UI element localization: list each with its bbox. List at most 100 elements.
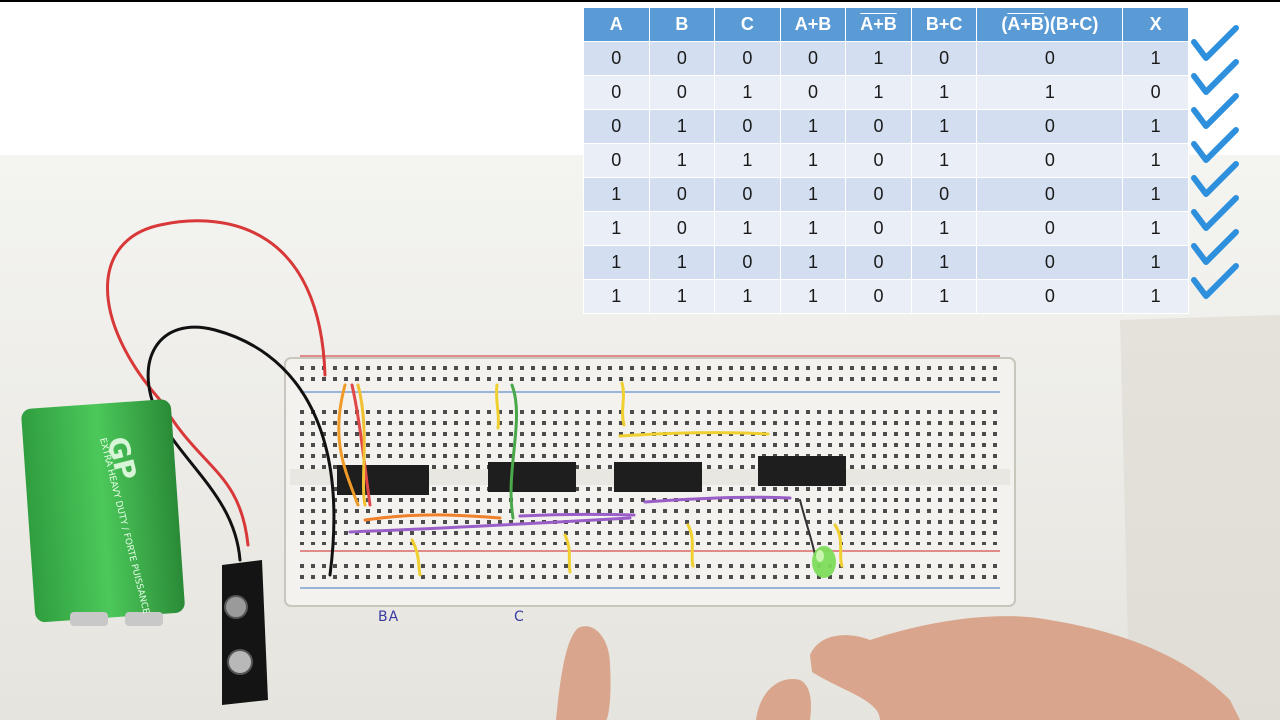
cell: 0 xyxy=(845,109,912,144)
cell: 0 xyxy=(976,177,1124,212)
cell: 1 xyxy=(1122,211,1189,246)
cell: 0 xyxy=(583,75,650,110)
cell: 1 xyxy=(910,109,978,144)
cell: 1 xyxy=(714,75,781,110)
cell: 0 xyxy=(648,211,716,246)
battery-clip xyxy=(222,560,268,705)
cell: 1 xyxy=(648,109,716,144)
header-a-or-b: A+B xyxy=(779,7,847,42)
cell: 1 xyxy=(714,211,781,246)
cell: 1 xyxy=(845,41,912,76)
cell: 1 xyxy=(779,109,847,144)
cell: 1 xyxy=(910,279,978,314)
cell: 0 xyxy=(976,211,1124,246)
header-c: C xyxy=(714,7,781,42)
cell: 1 xyxy=(583,279,650,314)
cell: 0 xyxy=(910,177,978,212)
cell: 1 xyxy=(648,279,716,314)
cell: 0 xyxy=(714,177,781,212)
cell: 0 xyxy=(976,41,1124,76)
cell: 0 xyxy=(714,109,781,144)
cell: 0 xyxy=(845,177,912,212)
paper-corner xyxy=(1120,315,1280,720)
cell: 0 xyxy=(583,109,650,144)
cell: 0 xyxy=(845,245,912,280)
header-b-or-c: B+C xyxy=(910,7,978,42)
header-a: A xyxy=(583,7,650,42)
cell: 0 xyxy=(976,245,1124,280)
cell: 0 xyxy=(648,41,716,76)
cell: 0 xyxy=(583,143,650,178)
cell: 0 xyxy=(845,143,912,178)
cell: 1 xyxy=(976,75,1124,110)
cell: 1 xyxy=(583,245,650,280)
cell: 0 xyxy=(845,279,912,314)
cell: 0 xyxy=(1122,75,1189,110)
cell: 0 xyxy=(779,75,847,110)
cell: 1 xyxy=(779,211,847,246)
cell: 1 xyxy=(910,75,978,110)
cell: 1 xyxy=(779,143,847,178)
black-battery-wire xyxy=(146,325,336,577)
cell: 1 xyxy=(714,279,781,314)
cell: 1 xyxy=(779,279,847,314)
header-product-text: (A+B)(B+C) xyxy=(1001,14,1099,34)
red-battery-wire xyxy=(106,219,327,547)
cell: 1 xyxy=(1122,143,1189,178)
cell: 0 xyxy=(910,41,978,76)
cell: 1 xyxy=(583,177,650,212)
cell: 0 xyxy=(714,41,781,76)
label-c: C xyxy=(514,609,525,625)
checkmark-icon xyxy=(1191,127,1239,163)
header-x: X xyxy=(1122,7,1189,42)
header-b: B xyxy=(648,7,716,42)
cell: 1 xyxy=(1122,279,1189,314)
cell: 1 xyxy=(910,143,978,178)
checkmark-column xyxy=(1191,25,1239,299)
cell: 0 xyxy=(976,143,1124,178)
cell: 0 xyxy=(779,41,847,76)
checkmark-icon xyxy=(1191,59,1239,95)
cell: 0 xyxy=(583,41,650,76)
header-not-a-or-b: A+B xyxy=(845,7,912,42)
cell: 1 xyxy=(1122,245,1189,280)
cell: 1 xyxy=(779,245,847,280)
cell: 0 xyxy=(976,279,1124,314)
cell: 1 xyxy=(1122,109,1189,144)
cell: 1 xyxy=(1122,177,1189,212)
battery-icon: GP EXTRA HEAVY DUTY / FORTE PUISSANCE xyxy=(21,399,185,626)
led-icon xyxy=(812,546,836,578)
cell: 1 xyxy=(648,245,716,280)
cell: 1 xyxy=(714,143,781,178)
cell: 1 xyxy=(845,75,912,110)
cell: 0 xyxy=(714,245,781,280)
cell: 0 xyxy=(648,75,716,110)
cell: 1 xyxy=(648,143,716,178)
hand xyxy=(556,616,1240,720)
header-product: (A+B)(B+C) xyxy=(976,7,1124,42)
cell: 1 xyxy=(779,177,847,212)
cell: 1 xyxy=(910,211,978,246)
cell: 1 xyxy=(1122,41,1189,76)
cell: 0 xyxy=(976,109,1124,144)
checkmark-icon xyxy=(1191,195,1239,231)
cell: 1 xyxy=(583,211,650,246)
checkmark-icon xyxy=(1191,263,1239,299)
cell: 0 xyxy=(648,177,716,212)
checkmark-icon xyxy=(1191,161,1239,197)
label-ba: BA xyxy=(378,609,400,625)
checkmark-icon xyxy=(1191,25,1239,61)
checkmark-icon xyxy=(1191,93,1239,129)
cell: 1 xyxy=(910,245,978,280)
cell: 0 xyxy=(845,211,912,246)
checkmark-icon xyxy=(1191,229,1239,265)
